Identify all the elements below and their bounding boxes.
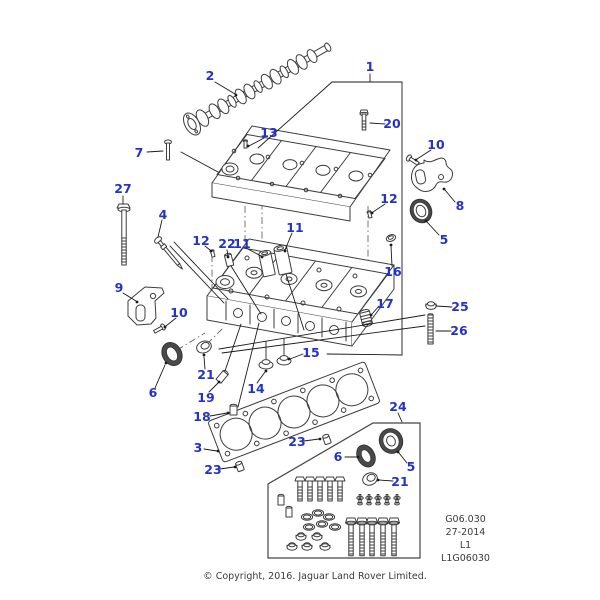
callout-19: 19 xyxy=(197,389,215,405)
pointer-lines xyxy=(169,151,426,408)
callout-27: 27 xyxy=(114,180,132,196)
callout-13: 13 xyxy=(260,124,278,140)
head-gasket-drawing xyxy=(208,361,380,463)
callout-6-left: 6 xyxy=(148,384,158,400)
reference-code-block: G06.030 27-2014 L1 L1G06030 xyxy=(413,513,518,565)
cylinder-head-drawing xyxy=(206,238,395,347)
callout-8: 8 xyxy=(455,197,465,213)
callout-22: 22 xyxy=(218,235,236,251)
callout-12-right: 12 xyxy=(380,190,398,206)
callout-11-left: 11 xyxy=(233,235,251,251)
cap-21-left xyxy=(196,340,212,354)
nut-25 xyxy=(425,301,437,310)
callout-14: 14 xyxy=(247,380,265,396)
callout-16: 16 xyxy=(384,263,402,279)
callout-4: 4 xyxy=(158,206,168,222)
callout-1-bracket xyxy=(257,73,403,356)
callout-5-kit: 5 xyxy=(406,458,416,474)
gasket-kit-box xyxy=(267,422,421,559)
callout-2: 2 xyxy=(205,67,215,83)
valve-assembly-14 xyxy=(258,341,274,370)
seal-6-left xyxy=(161,342,183,366)
bolt-20 xyxy=(359,109,369,131)
callout-11-right: 11 xyxy=(286,219,304,235)
tappet-11-left xyxy=(258,249,276,278)
bolt-10-lower xyxy=(153,323,166,334)
callout-23-upper: 23 xyxy=(288,433,306,449)
callout-24: 24 xyxy=(389,398,407,414)
callout-10-lower: 10 xyxy=(170,304,188,320)
bolt-7 xyxy=(164,139,172,161)
figure-sheet-code: L1 xyxy=(459,540,472,551)
kit-sleeve xyxy=(277,493,293,518)
callout-20: 20 xyxy=(383,115,401,131)
callout-3: 3 xyxy=(193,439,203,455)
cap-23-upper xyxy=(322,433,332,446)
bolt-27 xyxy=(116,203,131,266)
callout-12-left: 12 xyxy=(192,232,210,248)
kit-seal-6 xyxy=(356,444,376,468)
copyright-notice: © Copyright, 2016. Jaguar Land Rover Lim… xyxy=(203,571,427,582)
seal-5-upper xyxy=(409,198,433,224)
camshaft-drawing xyxy=(183,42,332,136)
valve-assembly-15 xyxy=(276,338,292,366)
callout-7: 7 xyxy=(134,144,144,160)
tappet-22 xyxy=(223,252,235,268)
callout-25: 25 xyxy=(451,298,469,314)
callout-21-kit: 21 xyxy=(391,473,409,489)
callout-23-lower: 23 xyxy=(204,461,222,477)
callout-15: 15 xyxy=(302,344,320,360)
figure-drawing-id: L1G06030 xyxy=(441,553,490,564)
callout-18: 18 xyxy=(193,408,211,424)
callout-1: 1 xyxy=(365,58,375,74)
valve-stem-seal-16 xyxy=(385,234,397,242)
callout-6-kit: 6 xyxy=(333,448,343,464)
callout-9: 9 xyxy=(114,279,124,295)
callout-10-upper: 10 xyxy=(427,136,445,152)
stud-26 xyxy=(427,313,434,345)
blanking-plate-8 xyxy=(411,157,454,192)
kit-seal-5 xyxy=(378,428,404,454)
dowel-18 xyxy=(229,403,238,416)
kit-cap-21 xyxy=(362,472,378,486)
callout-21-left: 21 xyxy=(197,366,215,382)
figure-code: G06.030 xyxy=(445,514,486,525)
stud-4 xyxy=(154,236,183,270)
leader-lines xyxy=(122,81,456,482)
callout-5-upper: 5 xyxy=(439,231,449,247)
stud-13 xyxy=(243,139,248,149)
cap-23-lower xyxy=(235,460,245,473)
figure-date-code: 27-2014 xyxy=(445,527,486,538)
bracket-9 xyxy=(127,286,165,326)
callout-17: 17 xyxy=(376,295,394,311)
callout-26: 26 xyxy=(450,322,468,338)
camshaft-carrier-drawing xyxy=(211,125,391,222)
